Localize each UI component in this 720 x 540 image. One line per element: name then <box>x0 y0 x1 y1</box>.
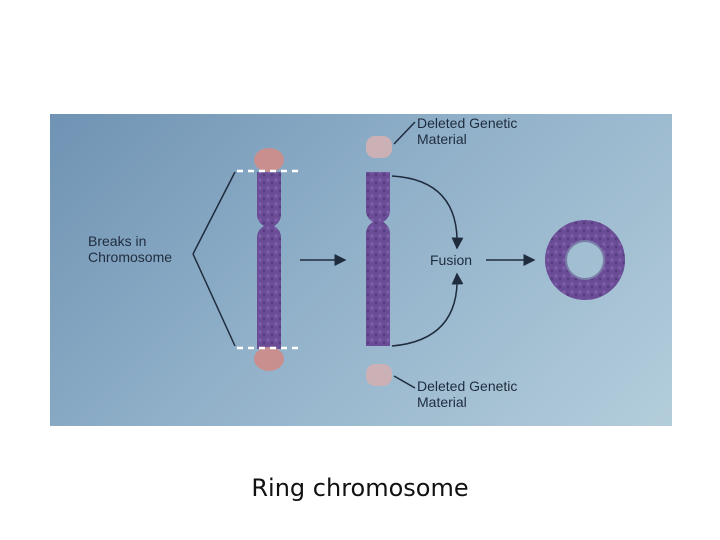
top-tip-fragment <box>254 148 284 172</box>
breaks-pointer-lines <box>192 171 236 347</box>
intact-chromosome <box>237 148 300 371</box>
deleted-top-pointer <box>393 121 416 145</box>
fusion-label-text: Fusion <box>430 252 473 268</box>
ring-chromosome <box>545 220 625 300</box>
deleted-bottom-line1: Deleted Genetic <box>417 378 518 394</box>
slide-caption: Ring chromosome <box>251 474 469 502</box>
deleted-material-top-label: Deleted Genetic Material <box>417 115 517 147</box>
deleted-bottom-line2: Material <box>417 394 467 410</box>
breaks-label-line1: Breaks in <box>88 233 147 249</box>
broken-chromosome <box>366 136 392 386</box>
breaks-label-line2: Chromosome <box>88 249 173 265</box>
bottom-tip-fragment <box>254 347 284 371</box>
diagram-canvas <box>192 121 625 389</box>
deleted-top-line2: Material <box>417 131 467 147</box>
deleted-fragment-bottom <box>366 364 392 386</box>
ring-chromosome-diagram: Breaks in Chromosome Fusion Deleted Gene… <box>50 114 672 426</box>
breaks-label: Breaks in Chromosome <box>88 233 172 265</box>
deleted-material-bottom-label: Deleted Genetic Material <box>417 378 517 410</box>
fusion-label: Fusion <box>430 252 472 268</box>
deleted-bottom-pointer <box>393 375 416 389</box>
fusion-arc-bottom <box>391 272 464 347</box>
deleted-fragment-top <box>366 136 392 158</box>
deleted-top-line1: Deleted Genetic <box>417 115 518 131</box>
fusion-arc-top <box>391 175 464 250</box>
